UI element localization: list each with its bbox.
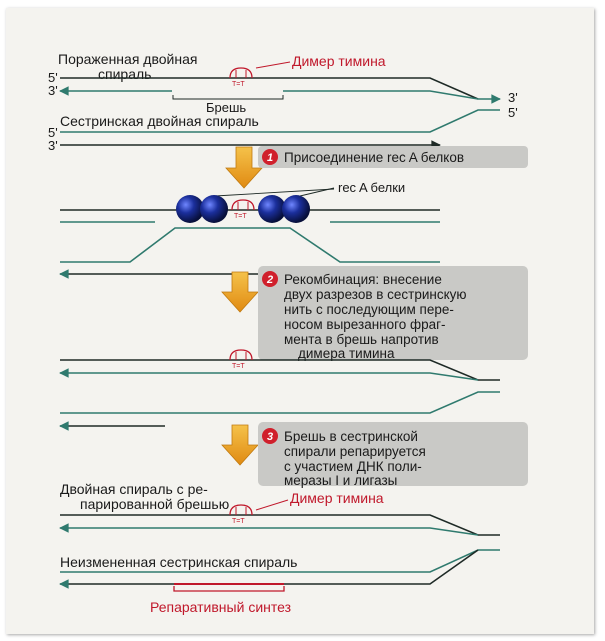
step-1-number: 1	[267, 152, 273, 164]
section-repaired: Двойная спираль с ре- парированной брешь…	[59, 481, 500, 615]
reca-strand-3	[60, 227, 440, 263]
step-2-arrow	[221, 271, 259, 313]
reca-protein-4	[282, 195, 310, 223]
reca-protein-2	[200, 195, 228, 223]
step-1-box	[258, 146, 528, 168]
unchanged-sister-label: Неизмененная сестринская спираль	[60, 554, 297, 570]
thymine-dimer-1: T=T	[229, 67, 253, 88]
reca-pointer-2	[214, 188, 335, 197]
damaged-strand-bottom-right	[283, 90, 501, 104]
reca-protein-3	[258, 195, 286, 223]
damaged-strand-top	[60, 77, 479, 100]
step-2-number: 2	[266, 274, 273, 286]
step-1-text: Присоединение rec A белков	[284, 150, 464, 165]
thymine-dimer-3: T=T	[229, 349, 253, 370]
reca-label: rec A белки	[338, 180, 405, 195]
label-3prime-sister: 3'	[48, 138, 58, 153]
repair-synthesis-label: Репаративный синтез	[150, 599, 291, 615]
dimer-pointer-2	[255, 499, 289, 511]
thymine-dimer-label: Димер тимина	[292, 53, 386, 69]
recomb-strand-1	[60, 359, 500, 381]
step-2-badge	[262, 271, 278, 287]
dimer-mark-4: T=T	[232, 518, 245, 525]
dimer-pointer	[255, 61, 291, 69]
dimer-mark-1: T=T	[232, 81, 245, 88]
step-1-badge	[262, 149, 278, 165]
step-3: 3 Брешь в сестринской спирали репарирует…	[221, 422, 528, 488]
step-1: 1 Присоединение rec A белков	[225, 146, 528, 189]
label-5prime-top: 5'	[48, 70, 58, 85]
step-2-line-3: нить с последующим пере-	[284, 302, 454, 317]
section-reca: rec A белки T=T	[59, 180, 440, 279]
label-5prime-sister: 5'	[48, 125, 58, 140]
thymine-dimer-2: T=T	[231, 199, 255, 220]
repaired-helix-label-2: парированной брешью	[80, 496, 229, 512]
step-3-arrow	[221, 424, 259, 466]
label-5prime-right: 5'	[508, 105, 518, 120]
step-2-line-5: мента в брешь напротив	[284, 332, 439, 347]
sister-helix-label: Сестринская двойная спираль	[60, 113, 259, 129]
thymine-dimer-label-2: Димер тимина	[290, 490, 384, 506]
step-1-arrow	[225, 146, 263, 189]
step-2: 2 Рекомбинация: внесение двух разрезов в…	[221, 266, 528, 361]
label-3prime-right: 3'	[508, 90, 518, 105]
step-2-line-2: двух разрезов в сестринскую	[284, 287, 467, 302]
step-2-line-4: носом вырезанного фраг-	[284, 317, 446, 332]
repaired-strand-1	[60, 514, 500, 536]
recomb-strand-3	[60, 391, 500, 414]
section-recombined: T=T	[59, 349, 500, 431]
dimer-mark-2: T=T	[234, 213, 247, 220]
gap-label: Брешь	[206, 100, 246, 115]
repaired-strand-2	[59, 523, 479, 536]
step-3-line-3: с участием ДНК поли-	[284, 459, 422, 474]
recomb-strand-2	[59, 368, 479, 381]
thymine-dimer-4: T=T	[229, 504, 253, 525]
step-2-box	[258, 266, 528, 360]
step-3-box	[258, 422, 528, 486]
step-3-line-1: Брешь в сестринской	[284, 429, 418, 444]
unchanged-strand-1	[60, 549, 500, 573]
step-2-line-1: Рекомбинация: внесение	[284, 272, 442, 287]
damaged-helix-label-2: спираль	[98, 66, 151, 82]
dimer-mark-3: T=T	[232, 363, 245, 370]
step-3-line-4: меразы I и лигазы	[284, 473, 397, 488]
gap-bracket	[172, 95, 284, 100]
repaired-helix-label-1: Двойная спираль с ре-	[60, 481, 208, 497]
step-3-line-2: спирали репарируется	[284, 444, 426, 459]
section-initial: Пораженная двойная спираль Димер тимина …	[48, 51, 518, 153]
damaged-helix-label-1: Пораженная двойная	[58, 51, 197, 67]
reca-protein-1	[176, 195, 204, 223]
step-3-badge	[262, 428, 278, 444]
label-3prime-top: 3'	[48, 83, 58, 98]
step-2-line-6: димера тимина	[298, 346, 395, 361]
step-3-number: 3	[267, 431, 273, 443]
sister-strand-top	[60, 109, 500, 133]
repair-synthesis-bracket	[173, 586, 285, 592]
